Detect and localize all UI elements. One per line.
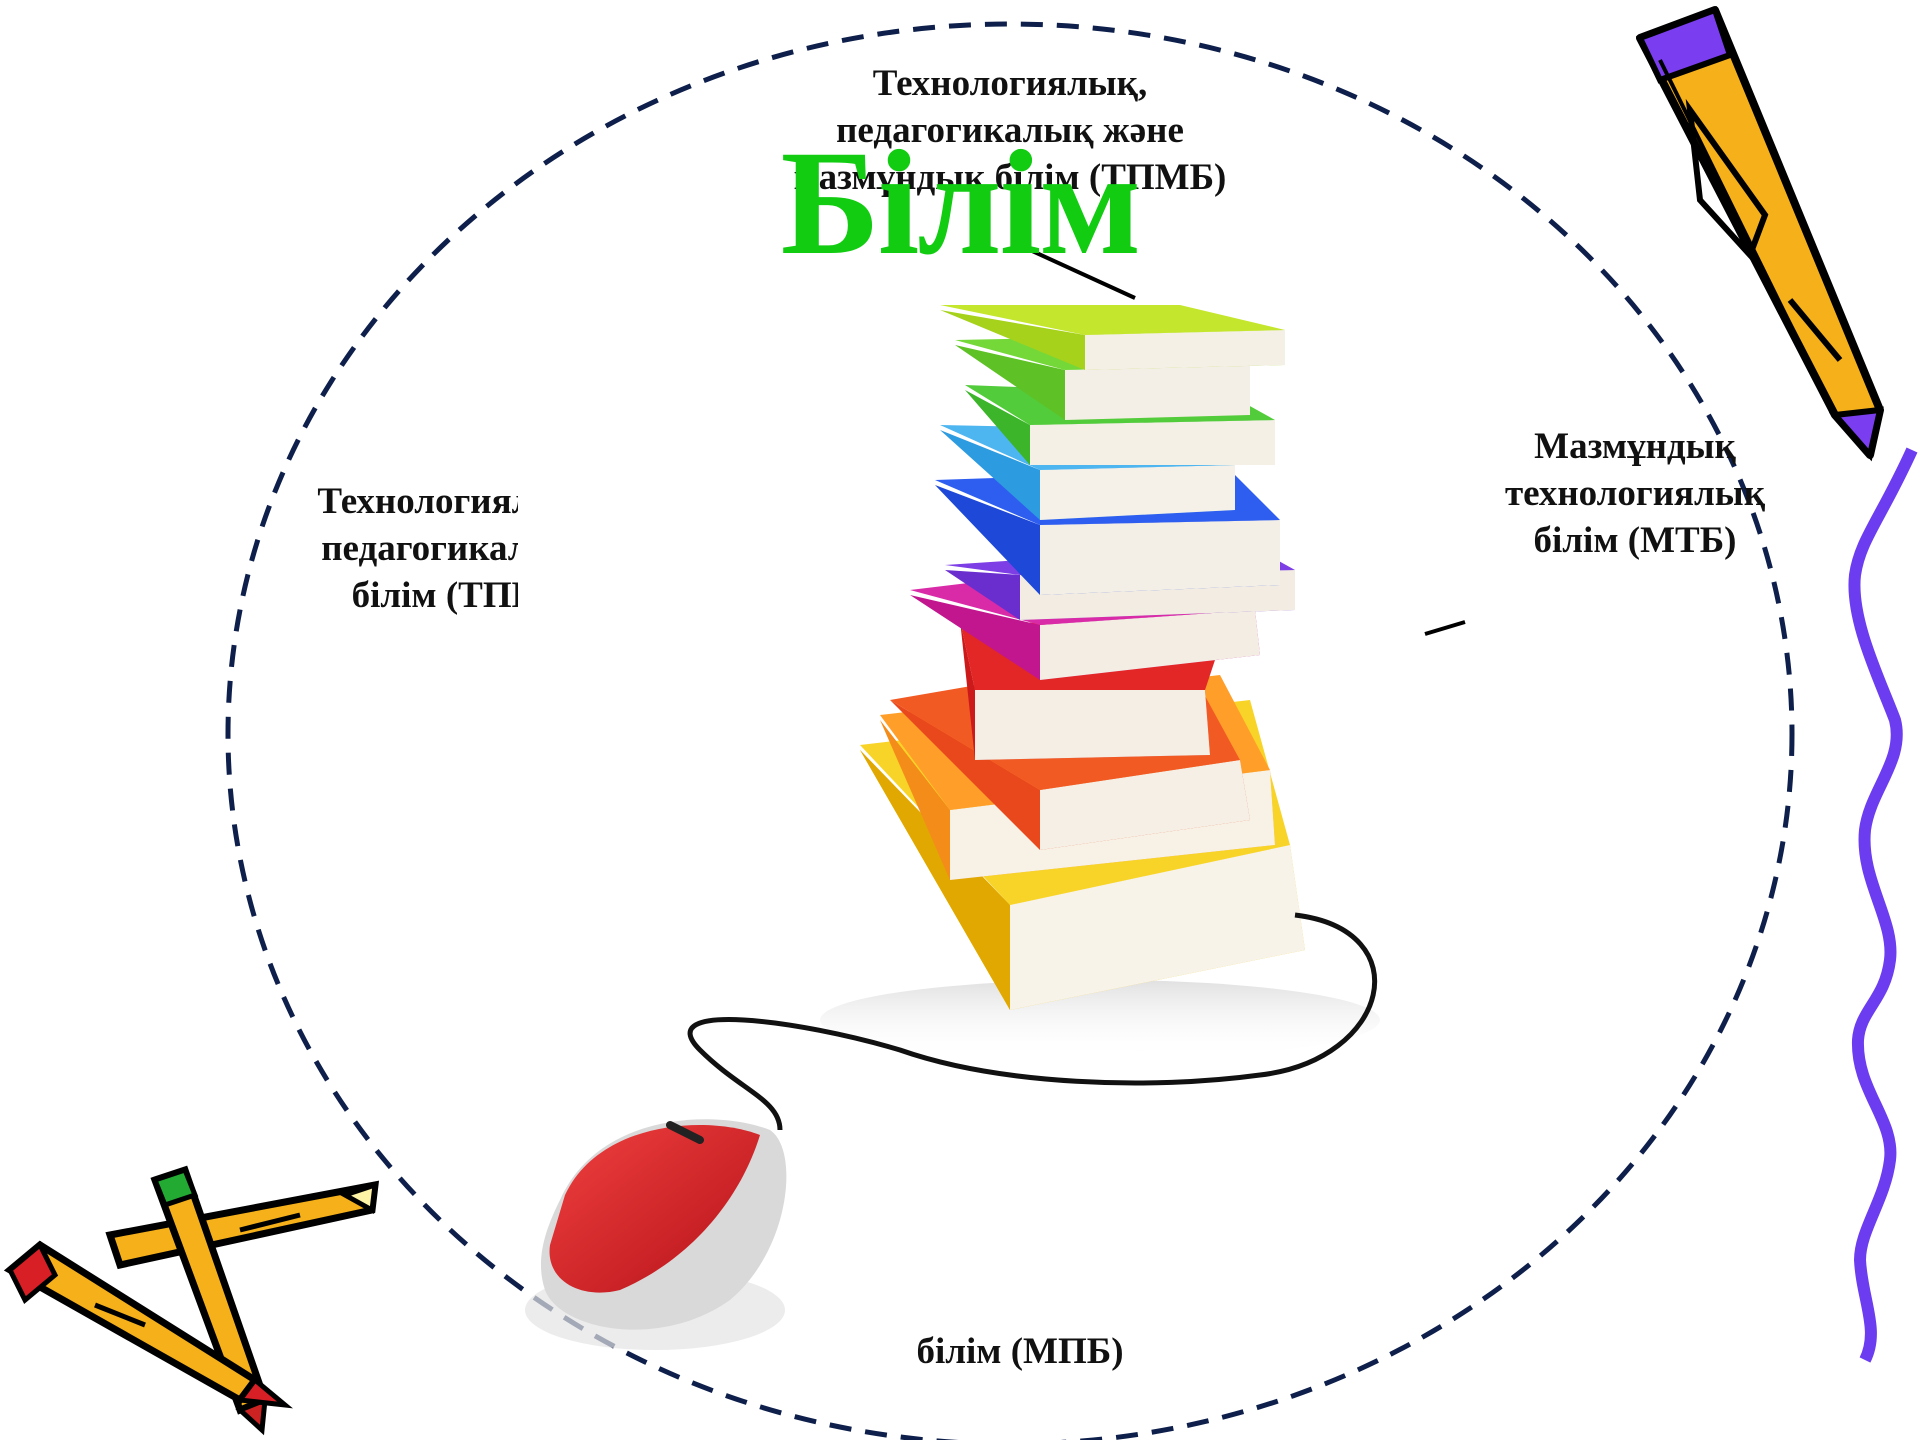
connector-top — [1029, 248, 1136, 300]
squiggle-line — [1848, 447, 1918, 1363]
pencil-icon — [1635, 6, 1884, 462]
label-tpmb: Технологиялық, педагогикалық және мазмұн… — [793, 63, 1227, 198]
label-mpb: білім (МПБ) — [916, 1331, 1124, 1372]
computer-mouse-icon — [525, 912, 1378, 1350]
connector-right — [1424, 620, 1466, 636]
page-title: Білім — [780, 120, 1142, 286]
label-mtb: Мазмұндық технологиялық білім (МТБ) — [1504, 426, 1766, 561]
label-tpb: Технологиялық педагогикалық білім (ТПБ) — [317, 481, 518, 616]
dashed-circle — [225, 21, 1795, 1440]
crossed-pencils-icon — [3, 1165, 380, 1436]
label-tpb-clip: Технологиялық педагогикалық білім (ТПБ) — [300, 478, 518, 658]
books-stack-icon — [820, 305, 1380, 1060]
